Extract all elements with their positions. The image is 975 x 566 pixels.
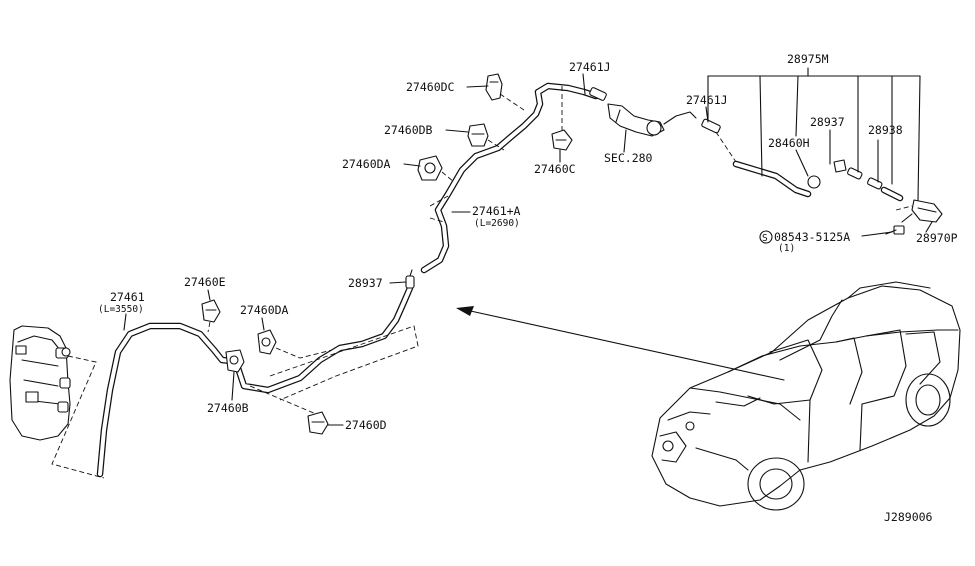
clip-27460DA-upper-leader	[441, 171, 455, 183]
label-27461: 27461	[110, 290, 145, 304]
bolt-symbol-circle	[759, 230, 773, 244]
clip-27460E	[201, 299, 221, 323]
label-bolt: 08543-5125A	[774, 230, 850, 244]
label-27460B: 27460B	[207, 401, 249, 415]
callouts: 28975M 27461J 27460DC 27461J 28937 27460…	[98, 52, 958, 524]
lower-clip-zone	[269, 325, 419, 401]
label-SEC280: SEC.280	[604, 151, 653, 165]
sec280-leader	[623, 129, 627, 153]
label-27460DA-upper: 27460DA	[342, 157, 391, 171]
bolt-symbol: S	[762, 233, 768, 244]
clip-27460DA-lower	[257, 329, 277, 355]
label-27460E: 27460E	[184, 275, 226, 289]
label-27461A: 27461+A	[472, 204, 521, 218]
label-27461J-b: 27461J	[686, 93, 728, 107]
nozzle-leader	[895, 205, 913, 211]
diagram-code: J289006	[884, 510, 933, 524]
label-27460D: 27460D	[345, 418, 387, 432]
clip-27460D-leader	[249, 385, 317, 415]
clip-27460DA-upper	[417, 155, 443, 181]
vehicle-outline	[651, 281, 961, 511]
label-28460H: 28460H	[768, 136, 810, 150]
clip-27460C	[551, 129, 573, 151]
label-27461-length: (L=3550)	[98, 304, 144, 315]
connector-27461J-left	[589, 87, 607, 101]
label-28970P: 28970P	[916, 231, 958, 245]
hose-27461	[96, 284, 414, 478]
tank-leader-dashes	[51, 355, 105, 479]
label-27461J-a: 27461J	[569, 60, 611, 74]
clip-27460DA-lower-leader	[275, 347, 333, 359]
label-27460DC: 27460DC	[406, 80, 455, 94]
clip-27460DC-leader	[499, 93, 525, 111]
label-27460C: 27460C	[534, 162, 576, 176]
label-28975M: 28975M	[787, 52, 829, 66]
connector-27461J-right	[701, 118, 721, 134]
bracket-28975M	[707, 67, 921, 201]
clip-27460D	[307, 411, 329, 435]
location-arrow	[456, 306, 785, 381]
label-28937-a: 28937	[810, 115, 845, 129]
clip-27460DB-leader	[487, 139, 505, 151]
tube-28975M	[732, 159, 904, 202]
hose-27461A-bracket-lines	[429, 195, 449, 223]
clip-27460B	[225, 349, 245, 373]
clip-27460E-leader	[207, 321, 211, 333]
label-28938: 28938	[868, 123, 903, 137]
joint-28937-lower	[405, 269, 415, 289]
washer-tank	[9, 325, 71, 441]
label-28937-b: 28937	[348, 276, 383, 290]
hose-27461A	[420, 82, 600, 274]
nozzle-28970P	[901, 199, 943, 223]
connector-27461J-right-leader	[715, 131, 737, 163]
clip-27460DB	[467, 123, 489, 147]
label-27461A-length: (L=2690)	[474, 218, 520, 229]
valve-sec280	[607, 103, 697, 137]
clip-27460DC	[485, 73, 503, 101]
label-27460DA-lower: 27460DA	[240, 303, 289, 317]
label-27460DB: 27460DB	[384, 123, 433, 137]
label-bolt-qty: (1)	[778, 243, 795, 254]
